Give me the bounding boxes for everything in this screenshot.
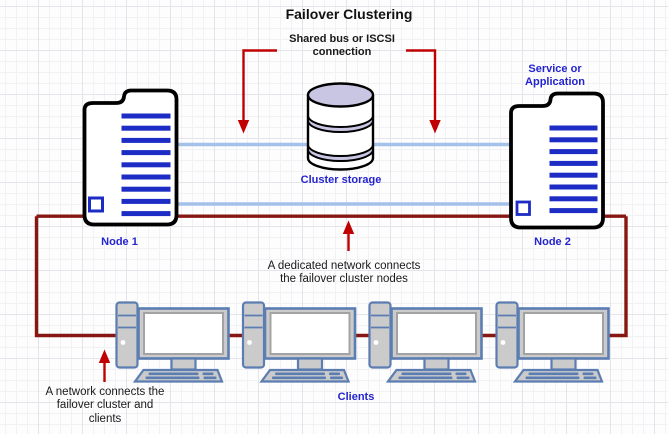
- node1-label: Node 1: [101, 235, 138, 248]
- arrow-line: [406, 49, 437, 121]
- clients-label: Clients: [337, 391, 375, 403]
- arrow-head-down: [429, 120, 441, 134]
- shared-bus-arrow-left: [237, 49, 277, 134]
- shared-bus-label: Shared bus or ISCSI connection: [289, 33, 395, 58]
- vent-bar: [121, 125, 171, 131]
- vent-bar: [549, 160, 598, 166]
- node2-server-icon: [509, 91, 605, 230]
- client-network-note: A network connects the failover cluster …: [45, 385, 165, 425]
- node2-label: Node 2: [534, 235, 571, 248]
- arrow-line: [242, 49, 277, 121]
- client-computer-2: [241, 301, 357, 383]
- cluster-storage-label: Cluster storage: [300, 174, 382, 186]
- storage-disk-band: [307, 144, 374, 162]
- arrow-head-up: [342, 220, 355, 234]
- shared-bus-arrow-right: [406, 49, 441, 134]
- service-application-label: Service or Application: [525, 63, 585, 88]
- vent-bar: [549, 137, 598, 143]
- vent-bar: [549, 172, 598, 178]
- vent-bar: [121, 211, 171, 217]
- vent-bar: [549, 196, 598, 202]
- storage-top: [306, 82, 375, 108]
- vent-bar: [121, 186, 171, 192]
- storage-disk-band: [307, 115, 374, 133]
- node1-port-square: [88, 196, 104, 213]
- dedicated-network-note: A dedicated network connects the failove…: [267, 259, 421, 286]
- vent-bar: [549, 125, 598, 131]
- vent-bar: [121, 150, 171, 156]
- vent-bar: [121, 174, 171, 180]
- client-network-arrow: [98, 349, 111, 382]
- client-computer-1: [115, 301, 230, 383]
- vent-bar: [549, 149, 598, 155]
- node2-vent-bars: [549, 125, 598, 214]
- node1-server-icon: [82, 88, 179, 227]
- dedicated-network-arrow: [342, 220, 355, 251]
- client-computer-3: [368, 301, 483, 383]
- client-computer-4: [495, 301, 610, 383]
- node2-port-square: [515, 200, 531, 216]
- node1-vent-bars: [121, 113, 171, 217]
- vent-bar: [121, 162, 171, 168]
- vent-bar: [549, 184, 598, 190]
- vent-bar: [549, 208, 598, 214]
- vent-bar: [121, 198, 171, 204]
- diagram-title: Failover Clustering: [285, 6, 413, 22]
- arrow-head-down: [237, 120, 250, 134]
- arrow-head-up: [98, 349, 111, 363]
- vent-bar: [121, 113, 171, 119]
- vent-bar: [121, 137, 171, 143]
- cluster-storage-icon: [306, 82, 375, 171]
